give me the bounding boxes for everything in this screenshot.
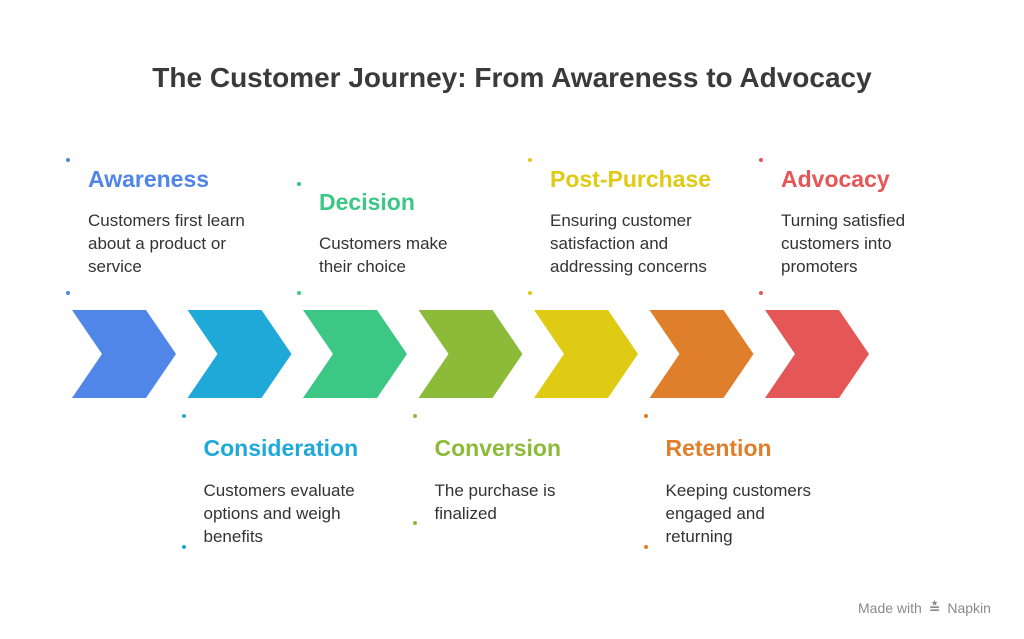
stage-description-conversion: The purchase is finalized	[434, 481, 556, 523]
stage-marker-dot	[528, 158, 532, 162]
stage-marker-dot	[759, 291, 763, 295]
stage-description-retention: Keeping customers engaged and returning	[665, 481, 812, 546]
stage-marker-dot	[759, 158, 763, 162]
stage-title-post-purchase: Post-Purchase	[550, 166, 712, 192]
stage-marker-dot	[297, 291, 301, 295]
stage-title-decision: Decision	[319, 189, 415, 215]
stage-marker-dot	[412, 414, 417, 418]
stage-marker-dot	[181, 414, 186, 418]
diagram-title: The Customer Journey: From Awareness to …	[152, 62, 872, 93]
stage-description-consideration: Customers evaluate options and weigh ben…	[203, 481, 355, 546]
stage-title-consideration: Consideration	[203, 435, 359, 461]
stage-marker-dot	[66, 158, 70, 162]
chevron-post-purchase	[534, 310, 638, 398]
chevron-decision	[303, 310, 407, 398]
stage-marker-dot	[643, 414, 648, 418]
stage-marker-dot	[297, 182, 301, 186]
stage-marker-dot	[181, 545, 186, 549]
stage-description-post-purchase: Ensuring customer satisfaction and addre…	[550, 211, 707, 276]
made-with-napkin-badge[interactable]: Made with ≛ Napkin	[858, 600, 991, 617]
chevron-consideration	[187, 310, 292, 398]
stage-title-conversion: Conversion	[434, 435, 562, 461]
stage-title-awareness: Awareness	[88, 166, 210, 192]
stage-marker-dot	[643, 545, 648, 549]
stage-marker-dot	[412, 521, 417, 525]
chevron-advocacy	[765, 310, 869, 398]
stage-description-awareness: Customers first learn about a product or…	[88, 211, 245, 276]
stage-description-advocacy: Turning satisfied customers into promote…	[781, 211, 906, 276]
stage-description-decision: Customers make their choice	[319, 234, 448, 276]
stage-marker-dot	[528, 291, 532, 295]
footer-brand: Napkin	[947, 600, 991, 616]
chevron-retention	[649, 310, 754, 398]
chevron-conversion	[418, 310, 523, 398]
stage-title-retention: Retention	[665, 435, 772, 461]
chevron-awareness	[72, 310, 176, 398]
napkin-logo-icon: ≛	[928, 600, 941, 616]
footer-prefix: Made with	[858, 600, 922, 616]
stage-title-advocacy: Advocacy	[781, 166, 890, 192]
stage-marker-dot	[66, 291, 70, 295]
